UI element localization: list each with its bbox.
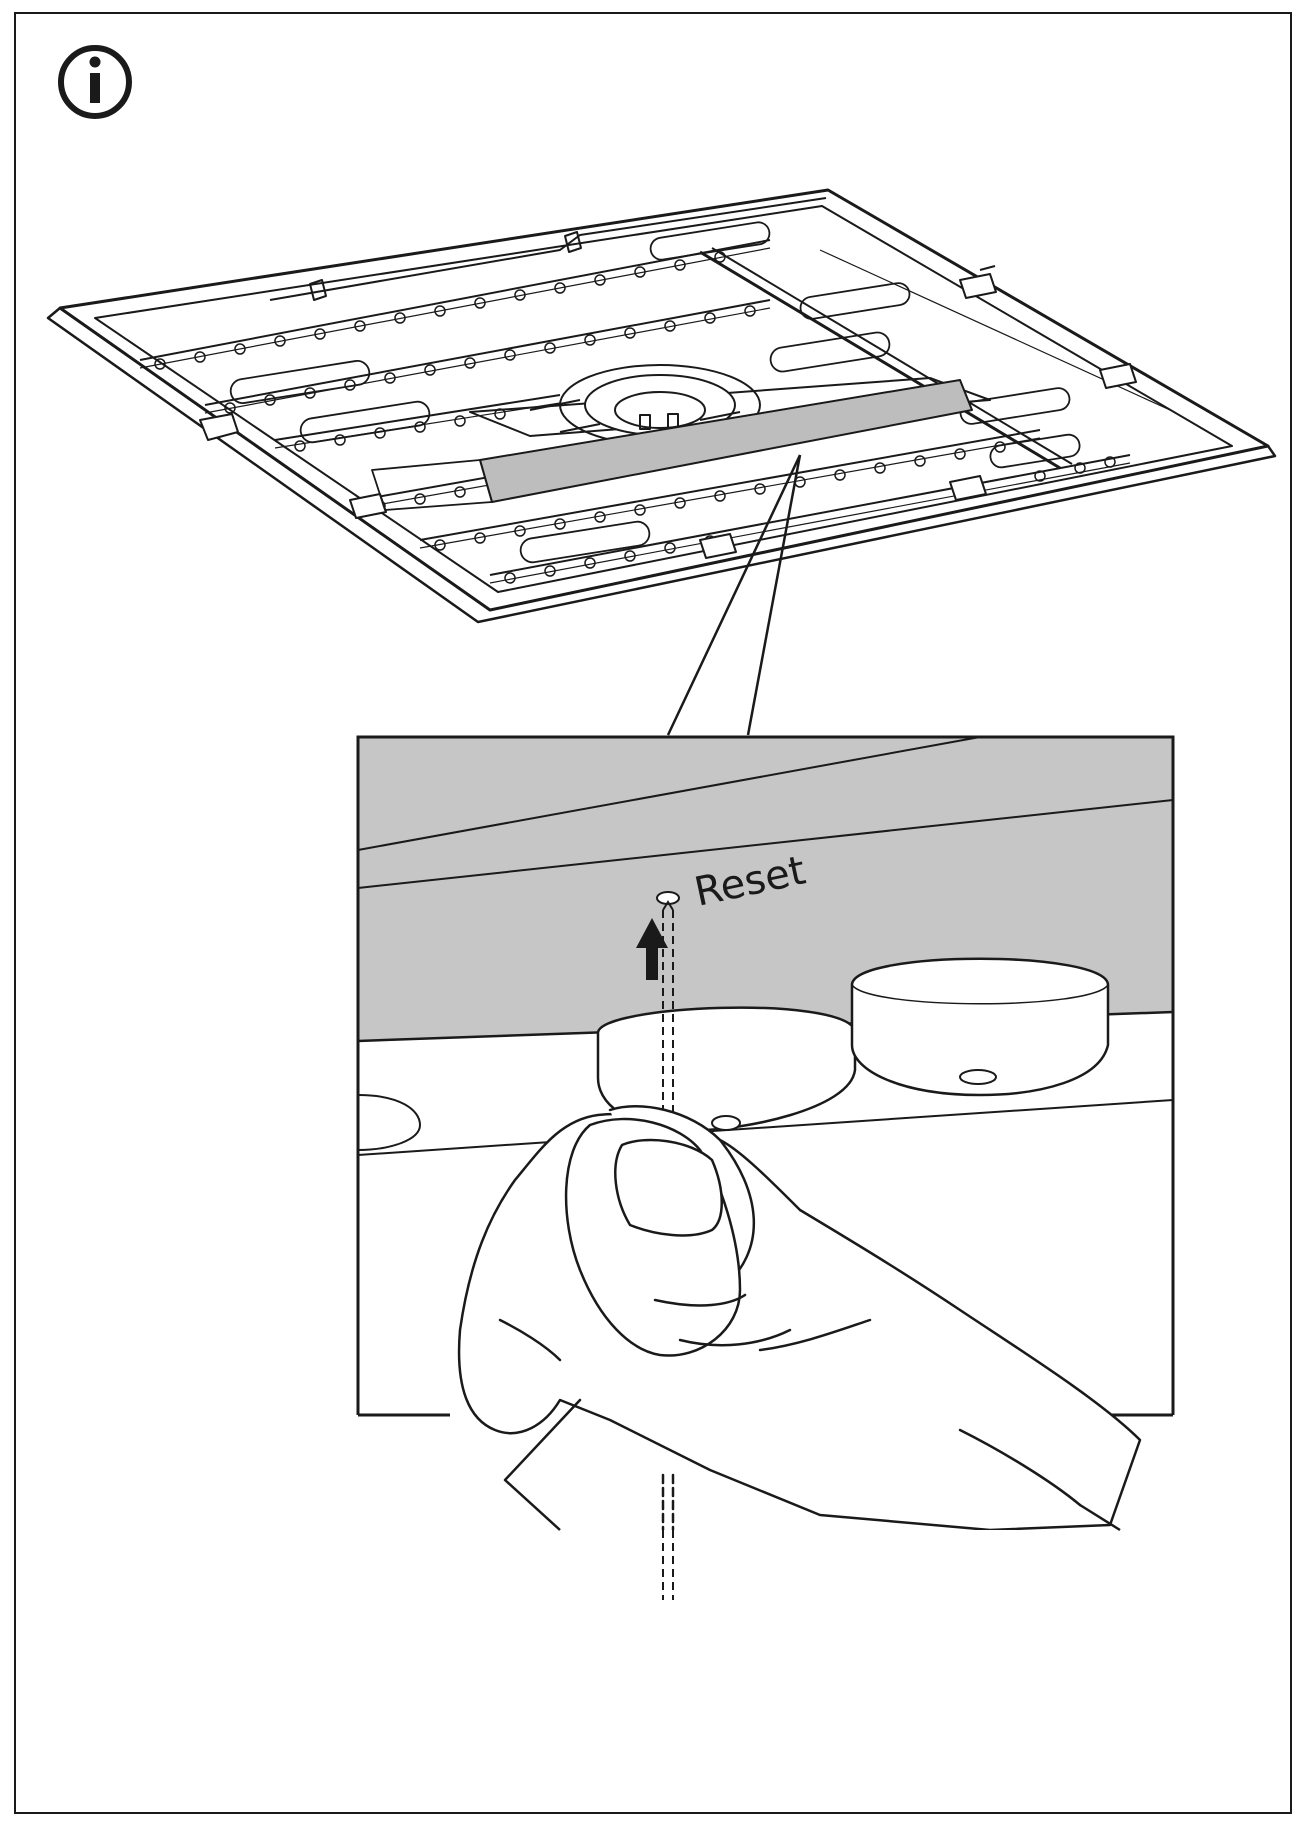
pin-tool: [662, 900, 674, 1120]
reset-hole: [656, 891, 680, 905]
hand-illustration: [457, 1105, 1142, 1562]
info-circle-icon: [58, 45, 132, 119]
ceiling-lamp-panel: [46, 188, 1277, 624]
callout-lines: [666, 454, 802, 736]
push-up-arrow-icon: [636, 918, 668, 980]
